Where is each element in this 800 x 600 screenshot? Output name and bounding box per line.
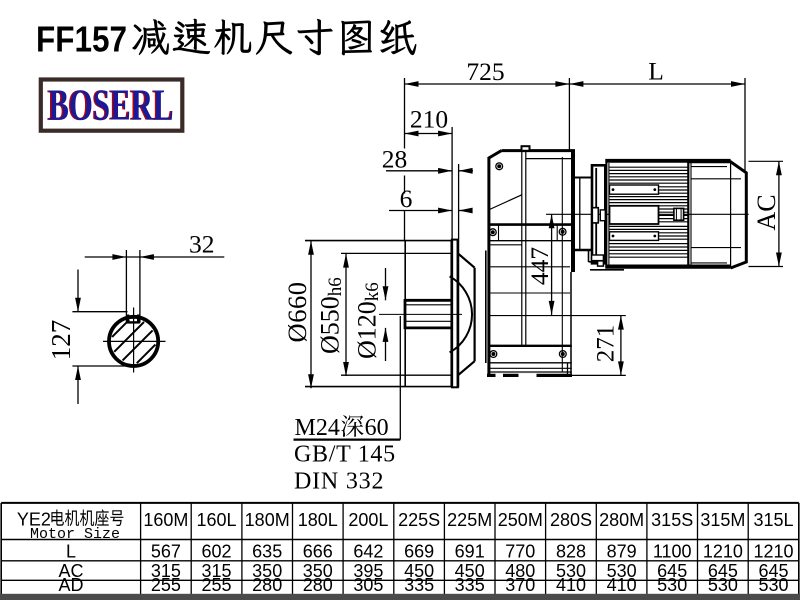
svg-text:395: 395 <box>353 561 383 581</box>
svg-text:410: 410 <box>607 575 637 595</box>
svg-text:28: 28 <box>382 145 408 174</box>
svg-text:450: 450 <box>455 561 485 581</box>
svg-text:280: 280 <box>252 575 282 595</box>
svg-text:YE2: YE2 <box>17 510 51 530</box>
svg-text:350: 350 <box>252 561 282 581</box>
svg-text:210: 210 <box>410 105 448 134</box>
svg-text:280S: 280S <box>550 510 592 530</box>
svg-text:635: 635 <box>252 542 282 562</box>
svg-text:BOSERL: BOSERL <box>48 81 174 130</box>
svg-text:315: 315 <box>151 561 181 581</box>
svg-text:602: 602 <box>201 542 231 562</box>
svg-text:645: 645 <box>758 561 788 581</box>
svg-text:1100: 1100 <box>653 542 692 562</box>
svg-text:315M: 315M <box>700 510 745 530</box>
svg-text:315S: 315S <box>651 510 693 530</box>
svg-text:225S: 225S <box>398 510 440 530</box>
svg-text:Ø120k6: Ø120k6 <box>353 282 384 359</box>
svg-text:530: 530 <box>607 561 637 581</box>
svg-text:410: 410 <box>556 575 586 595</box>
svg-text:6: 6 <box>400 184 413 213</box>
svg-text:FF157: FF157 <box>36 19 127 60</box>
svg-text:255: 255 <box>201 575 231 595</box>
svg-text:271: 271 <box>593 325 620 363</box>
svg-text:450: 450 <box>404 561 434 581</box>
svg-text:645: 645 <box>657 561 687 581</box>
svg-text:828: 828 <box>556 542 586 562</box>
svg-text:AD: AD <box>58 575 83 595</box>
svg-text:L: L <box>66 542 76 562</box>
svg-text:305: 305 <box>353 575 383 595</box>
svg-text:530: 530 <box>708 575 738 595</box>
svg-text:GB/T 145: GB/T 145 <box>294 442 396 468</box>
svg-text:180L: 180L <box>298 510 338 530</box>
svg-text:447: 447 <box>525 247 554 286</box>
svg-text:Motor Size: Motor Size <box>30 526 120 543</box>
svg-text:666: 666 <box>303 542 333 562</box>
svg-text:530: 530 <box>657 575 687 595</box>
svg-text:127: 127 <box>46 320 76 361</box>
svg-text:350: 350 <box>303 561 333 581</box>
svg-text:530: 530 <box>758 575 788 595</box>
svg-text:160L: 160L <box>196 510 236 530</box>
svg-text:879: 879 <box>607 542 637 562</box>
svg-text:DIN 332: DIN 332 <box>294 469 384 495</box>
svg-text:280M: 280M <box>599 510 644 530</box>
svg-text:280: 280 <box>303 575 333 595</box>
svg-text:725: 725 <box>466 57 504 86</box>
svg-text:335: 335 <box>455 575 485 595</box>
svg-text:567: 567 <box>151 542 181 562</box>
svg-text:645: 645 <box>708 561 738 581</box>
svg-text:160M: 160M <box>143 510 188 530</box>
svg-text:60: 60 <box>365 415 389 441</box>
svg-text:642: 642 <box>353 542 383 562</box>
svg-text:480: 480 <box>505 561 535 581</box>
svg-text:32: 32 <box>189 230 215 259</box>
svg-text:530: 530 <box>556 561 586 581</box>
svg-text:1210: 1210 <box>703 542 743 562</box>
svg-text:370: 370 <box>505 575 535 595</box>
svg-text:315L: 315L <box>753 510 793 530</box>
svg-text:691: 691 <box>455 542 485 562</box>
svg-text:200L: 200L <box>348 510 388 530</box>
svg-text:315: 315 <box>201 561 231 581</box>
svg-text:255: 255 <box>151 575 181 595</box>
svg-text:225M: 225M <box>447 510 492 530</box>
svg-text:180M: 180M <box>245 510 290 530</box>
svg-text:250M: 250M <box>498 510 543 530</box>
svg-text:AC: AC <box>752 194 781 230</box>
svg-text:BOSERL: BOSERL <box>47 81 172 130</box>
svg-text:1210: 1210 <box>753 542 793 562</box>
svg-text:AC: AC <box>58 561 83 581</box>
svg-text:770: 770 <box>505 542 535 562</box>
svg-text:M24: M24 <box>295 415 340 441</box>
svg-text:669: 669 <box>404 542 434 562</box>
svg-text:Ø660: Ø660 <box>282 282 312 343</box>
svg-text:L: L <box>648 57 664 86</box>
svg-text:335: 335 <box>404 575 434 595</box>
